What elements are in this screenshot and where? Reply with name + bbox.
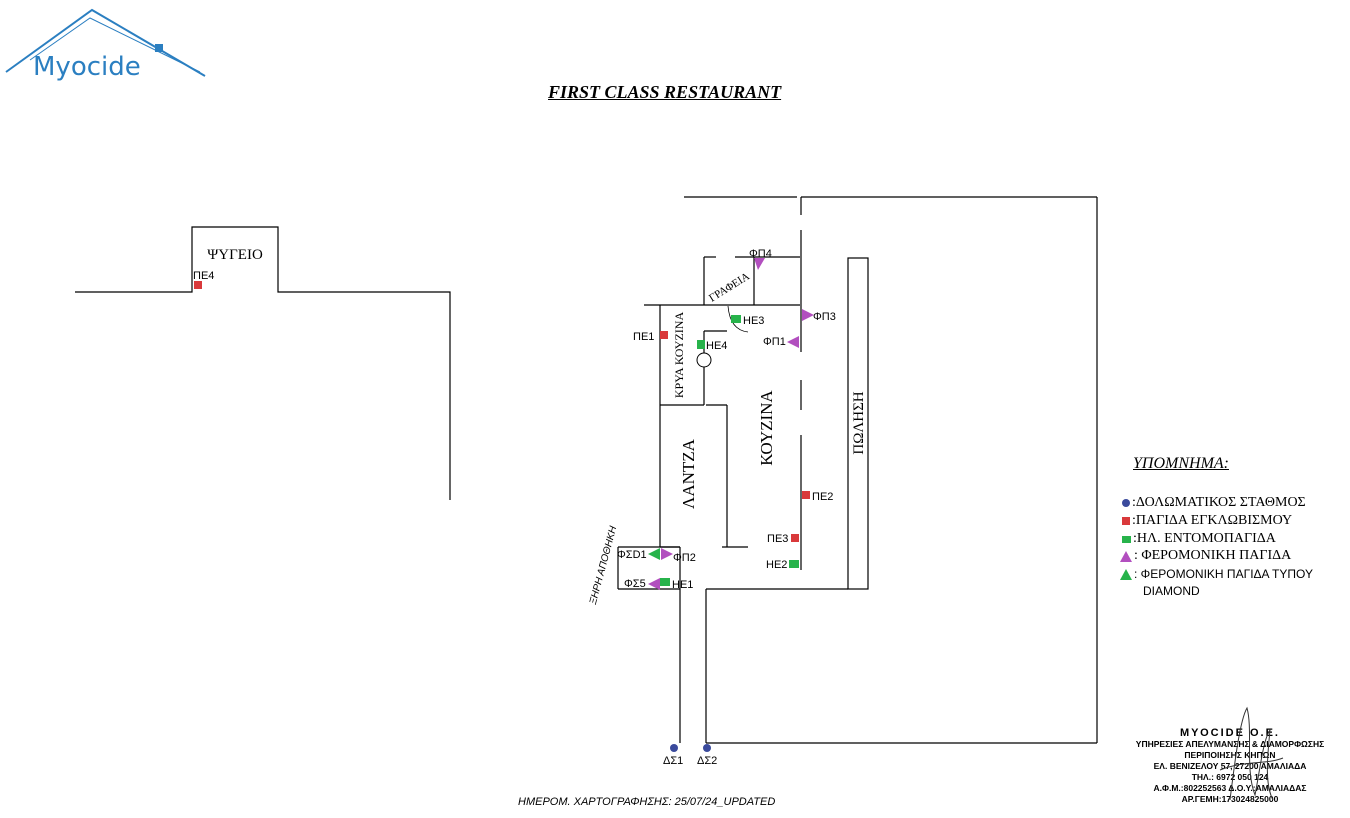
fridge-wall — [75, 226, 451, 500]
legend-item-diamond-trap: : ΦΕΡΟΜΟΝΙΚΗ ΠΑΓΙΔΑ ΤΥΠΟΥ — [1120, 567, 1313, 581]
label-fs5: ΦΣ5 — [624, 578, 646, 590]
trap-fsd1 — [648, 548, 660, 560]
legend-item-pheromone-trap: : ΦΕΡΟΜΟΝΙΚΗ ΠΑΓΙΔΑ — [1120, 548, 1291, 564]
trap-fp2 — [661, 548, 673, 560]
trap-fp3 — [802, 309, 814, 321]
blue-dot-icon — [1122, 499, 1130, 507]
page-title: FIRST CLASS RESTAURANT — [548, 82, 782, 102]
label-ds1: ΔΣ1 — [663, 755, 683, 767]
label-he2: ΗΕ2 — [766, 559, 787, 571]
legend-title: ΥΠΟΜΝΗΜΑ: — [1133, 455, 1229, 472]
trap-pe2 — [802, 491, 810, 499]
label-ds2: ΔΣ2 — [697, 755, 717, 767]
signature-icon — [1219, 706, 1284, 801]
label-fp4: ΦΠ4 — [749, 248, 772, 260]
trap-he4 — [697, 340, 705, 349]
red-square-icon — [1122, 517, 1130, 525]
room-sales: ΠΩΛΗΣΗ — [851, 391, 867, 454]
legend-label: :ΗΛ. ΕΝΤΟΜΟΠΑΓΙΔΑ — [1133, 531, 1276, 546]
legend-label: :ΠΑΓΙΔΑ ΕΓΚΛΩΒΙΣΜΟΥ — [1132, 513, 1293, 528]
trap-fs5 — [648, 578, 660, 590]
room-cold-kitchen: ΚΡΥΑ ΚΟΥΖΙΝΑ — [672, 312, 686, 399]
logo: Myocide — [33, 52, 141, 82]
label-he3: ΗΕ3 — [743, 315, 764, 327]
trap-pe1 — [660, 331, 668, 339]
trap-fp4 — [754, 258, 765, 270]
legend-item-capture-trap: :ΠΑΓΙΔΑ ΕΓΚΛΩΒΙΣΜΟΥ — [1120, 513, 1292, 529]
mapping-date: ΗΜΕΡΟΜ. ΧΑΡΤΟΓΡΑΦΗΣΗΣ: 25/07/24_UPDATED — [518, 796, 776, 808]
label-fp2: ΦΠ2 — [673, 552, 696, 564]
label-pe1: ΠΕ1 — [633, 331, 654, 343]
green-square-icon — [1122, 535, 1131, 543]
bait-station-ds2 — [703, 744, 711, 752]
trap-fp1 — [787, 336, 799, 348]
purple-triangle-icon — [1120, 550, 1132, 562]
room-fridge: ΨΥΓΕΙΟ — [207, 247, 263, 263]
label-fp1: ΦΠ1 — [763, 336, 786, 348]
legend-item-electric-trap: :ΗΛ. ΕΝΤΟΜΟΠΑΓΙΔΑ — [1120, 531, 1276, 547]
logo-roof-icon — [5, 8, 206, 77]
room-kitchen: ΚΟΥΖΙΝΑ — [757, 390, 776, 466]
room-dry-storage: ΞΗΡΗ ΑΠΟΘΗΚΗ — [588, 524, 620, 606]
trap-pe4 — [194, 281, 202, 289]
room-offices: ΓΡΑΦΕΙΑ — [707, 270, 752, 304]
label-pe4: ΠΕ4 — [193, 270, 214, 282]
legend-label: : ΦΕΡΟΜΟΝΙΚΗ ΠΑΓΙΔΑ — [1134, 548, 1292, 563]
label-fp3: ΦΠ3 — [813, 311, 836, 323]
label-pe2: ΠΕ2 — [812, 491, 833, 503]
label-he4: ΗΕ4 — [706, 340, 727, 352]
legend-label: : ΦΕΡΟΜΟΝΙΚΗ ΠΑΓΙΔΑ ΤΥΠΟΥ — [1134, 567, 1313, 581]
legend-label-continued: DIAMOND — [1143, 584, 1200, 598]
label-fsd1: ΦΣD1 — [617, 549, 647, 561]
label-he1: ΗΕ1 — [672, 579, 693, 591]
trap-he1 — [660, 578, 670, 586]
label-pe3: ΠΕ3 — [767, 533, 788, 545]
bait-station-ds1 — [670, 744, 678, 752]
green-triangle-icon — [1120, 568, 1132, 580]
legend-label: :ΔΟΛΩΜΑΤΙΚΟΣ ΣΤΑΘΜΟΣ — [1132, 495, 1306, 510]
trap-pe3 — [791, 534, 799, 542]
room-lantza: ΛΑΝΤΖΑ — [679, 438, 698, 509]
trap-he3 — [731, 315, 741, 323]
trap-he2 — [789, 560, 799, 568]
legend-item-bait-station: :ΔΟΛΩΜΑΤΙΚΟΣ ΣΤΑΘΜΟΣ — [1120, 495, 1306, 511]
